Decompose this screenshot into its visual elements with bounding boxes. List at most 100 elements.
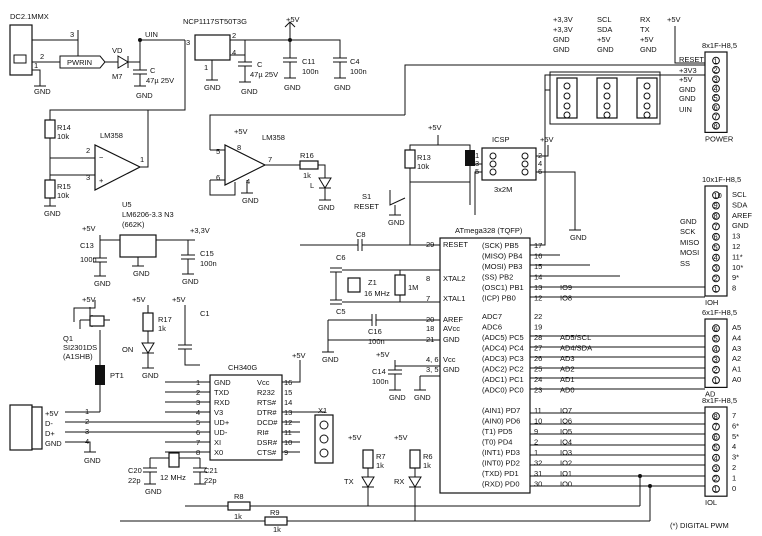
ch340-pin-name: XI — [214, 438, 221, 447]
mcu-pin-name: (ADC0) PC0 — [482, 386, 524, 395]
jumper-label: TX — [640, 25, 650, 34]
ioh-pin-label: 12 — [732, 242, 740, 251]
diode-vd: VD M7 — [105, 39, 185, 81]
led-on: ON GND — [122, 342, 159, 380]
mcu-pin-num: 25 — [534, 365, 542, 374]
hdr_ioh-type: 10x1F-H8,5 — [702, 175, 741, 184]
resistor-r7: +5V R7 1k TX — [344, 433, 386, 506]
mcu-pin-name: (INT0) PD2 — [482, 459, 520, 468]
regulator-ncp1117: NCP1117ST50T3G 3 2 4 1 GND — [183, 17, 290, 92]
hdr_power-pin — [712, 56, 720, 65]
mcu-pin-num: 20 — [426, 315, 434, 324]
hdr_iol-pin-num: 6 — [714, 433, 718, 442]
hdr_iol-pin-num: 4 — [714, 453, 718, 462]
cap-c13: +5V C13 100n GND — [80, 224, 111, 288]
mcu-net-label: IO0 — [560, 480, 572, 489]
hdr_ioh-pin-num: 1 — [714, 284, 718, 293]
regulator-pin-2: 2 — [232, 31, 236, 40]
power-jack-pin-1: 1 — [34, 61, 38, 70]
hdr_ad-title: AD — [705, 389, 716, 398]
ioh-pin-label: AREF — [732, 211, 752, 220]
ch340-pin-name: CTS# — [257, 448, 277, 457]
hdr_ioh-pin — [712, 243, 720, 252]
mcu-pin-name: (MISO) PB4 — [482, 252, 522, 261]
mcu-net-label: IO5 — [560, 427, 572, 436]
power-pin-label: GND — [679, 85, 696, 94]
mcu-pin-num: 19 — [534, 323, 542, 332]
opamp-1: LM358 2 3 1 −+ — [50, 110, 149, 191]
ch340-pin-name: R232 — [257, 388, 275, 397]
ch340-pin-name: Vcc — [257, 378, 270, 387]
mcu-pin-num: 7 — [426, 294, 430, 303]
mcu-pin-name: (ADC5) PC5 — [482, 333, 524, 342]
ioh-pin-label: SCL — [732, 190, 747, 199]
mcu-pin-num: 3, 5 — [426, 365, 439, 374]
icsp-name: ICSP — [492, 135, 510, 144]
ch340-pin-name: X0 — [214, 448, 223, 457]
hdr_ad-pin-num: 4 — [714, 345, 718, 354]
hdr_ad-pin-num: 3 — [714, 355, 718, 364]
mcu-pin-num: 26 — [534, 354, 542, 363]
mcu-pin-num: 31 — [534, 469, 542, 478]
ioh-left-label: MOSI — [680, 248, 699, 257]
regulator-body — [194, 34, 231, 61]
icsp-pin-1: 1 — [475, 151, 479, 160]
c14-value: 100n — [372, 377, 389, 386]
plus5v-label: +5V — [376, 350, 390, 359]
hdr_ioh-pin-num: 4 — [714, 253, 718, 262]
gnd-label: GND — [142, 371, 159, 380]
iol-pin-label: 5* — [732, 432, 739, 441]
cap-c4-ref: C4 — [350, 57, 360, 66]
hdr_iol-pin — [712, 464, 720, 473]
svg-text:−: − — [99, 153, 104, 162]
mcu-pin-name: AREF — [443, 315, 463, 324]
hdr_power-title: POWER — [705, 134, 734, 143]
resistor-r16: R16 1k — [299, 151, 326, 180]
mcu-net-label: IO4 — [560, 438, 572, 447]
mcu-pin-name: (ICP) PB0 — [482, 294, 516, 303]
opamp1-pin-2: 2 — [86, 146, 90, 155]
mcu-pin-num: 8 — [426, 274, 430, 283]
plus5v-label: +5V — [82, 224, 96, 233]
u5-marking: (662K) — [122, 220, 145, 229]
resistor-r9: R9 1k — [120, 508, 650, 534]
mcu-pin-num: 32 — [534, 459, 542, 468]
hdr_iol-pin — [712, 422, 720, 431]
s1-name: RESET — [354, 202, 379, 211]
cap-c11-value: 100n — [302, 67, 319, 76]
mcu-pin-num: 9 — [534, 427, 538, 436]
c14-ref: C14 — [372, 367, 386, 376]
ioh-left-label: GND — [680, 217, 697, 226]
hdr_ioh-pin-num: 6 — [714, 232, 718, 241]
crystal-12mhz: 12 MHz C20 22p C21 22p GND — [128, 452, 218, 496]
mcu-pin-name: Vcc — [443, 355, 456, 364]
gnd-label: GND — [34, 87, 51, 96]
mcu-pin-name: (T0) PD4 — [482, 438, 512, 447]
hdr_iol-pin — [712, 412, 720, 421]
usb-pin-dminus: D- — [45, 419, 53, 428]
icsp-pin-4: 4 — [538, 159, 542, 168]
mcu-pin-name: ADC7 — [482, 312, 502, 321]
r17-ref: R17 — [158, 315, 172, 324]
mcu-pin-num: 21 — [426, 335, 434, 344]
iol-pin-label: 2 — [732, 463, 736, 472]
ioh-left-label: MISO — [680, 238, 699, 247]
mcu-pin-name: (INT1) PD3 — [482, 448, 520, 457]
plus5v-top: +5V — [284, 15, 300, 42]
jumper-label: +5V — [597, 35, 611, 44]
mcu-net-label: AD2 — [560, 365, 575, 374]
ch340-pin-name: RI# — [257, 428, 270, 437]
plus5v-label: +5V — [394, 433, 408, 442]
mcu-net-label: IO6 — [560, 417, 572, 426]
ad-pin-label: A5 — [732, 323, 741, 332]
usb-pin-dplus: D+ — [45, 429, 55, 438]
c16-value: 100n — [368, 337, 385, 346]
mcu-net-label: AD4/SDA — [560, 344, 592, 353]
x1-label: X1 — [318, 406, 327, 415]
iol-pin-label: 3* — [732, 453, 739, 462]
gnd-label: GND — [284, 83, 301, 92]
hdr_ioh-pin-num: 7 — [714, 222, 718, 231]
ch340-pin-num: 15 — [284, 388, 292, 397]
opamp1-pin-3: 3 — [86, 173, 90, 182]
